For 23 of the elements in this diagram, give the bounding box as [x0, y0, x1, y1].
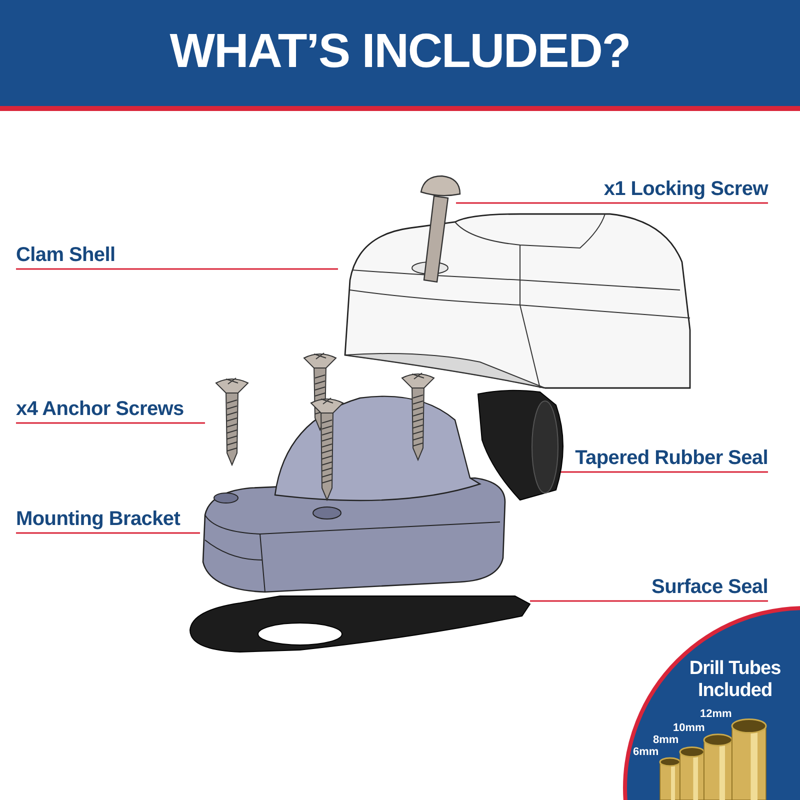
size-label: 10mm: [673, 722, 705, 734]
clam-shell-drawing: [344, 213, 691, 389]
part-label: x4 Anchor Screws: [16, 398, 184, 421]
part-label: Clam Shell: [16, 244, 116, 267]
leader-line: [16, 532, 200, 534]
leader-line: [16, 422, 205, 424]
title: WHAT’S INCLUDED?: [170, 24, 630, 79]
size-label: 12mm: [700, 708, 732, 720]
mounting-bracket-drawing: [202, 396, 506, 593]
surface-seal-drawing: [190, 596, 530, 652]
anchor-screws-drawing: [216, 352, 434, 502]
part-label: x1 Locking Screw: [604, 178, 768, 201]
size-label: 8mm: [653, 734, 679, 746]
leader-line: [16, 268, 338, 270]
part-label: Mounting Bracket: [16, 508, 180, 531]
size-label: 6mm: [633, 746, 659, 758]
leader-line: [456, 202, 768, 204]
rubber-seal-drawing: [478, 390, 564, 500]
badge-heading: Drill Tubes Included: [688, 658, 782, 702]
locking-screw-drawing: [420, 175, 461, 283]
part-label: Surface Seal: [652, 576, 768, 599]
part-label: Tapered Rubber Seal: [575, 447, 768, 470]
leader-line: [530, 600, 768, 602]
